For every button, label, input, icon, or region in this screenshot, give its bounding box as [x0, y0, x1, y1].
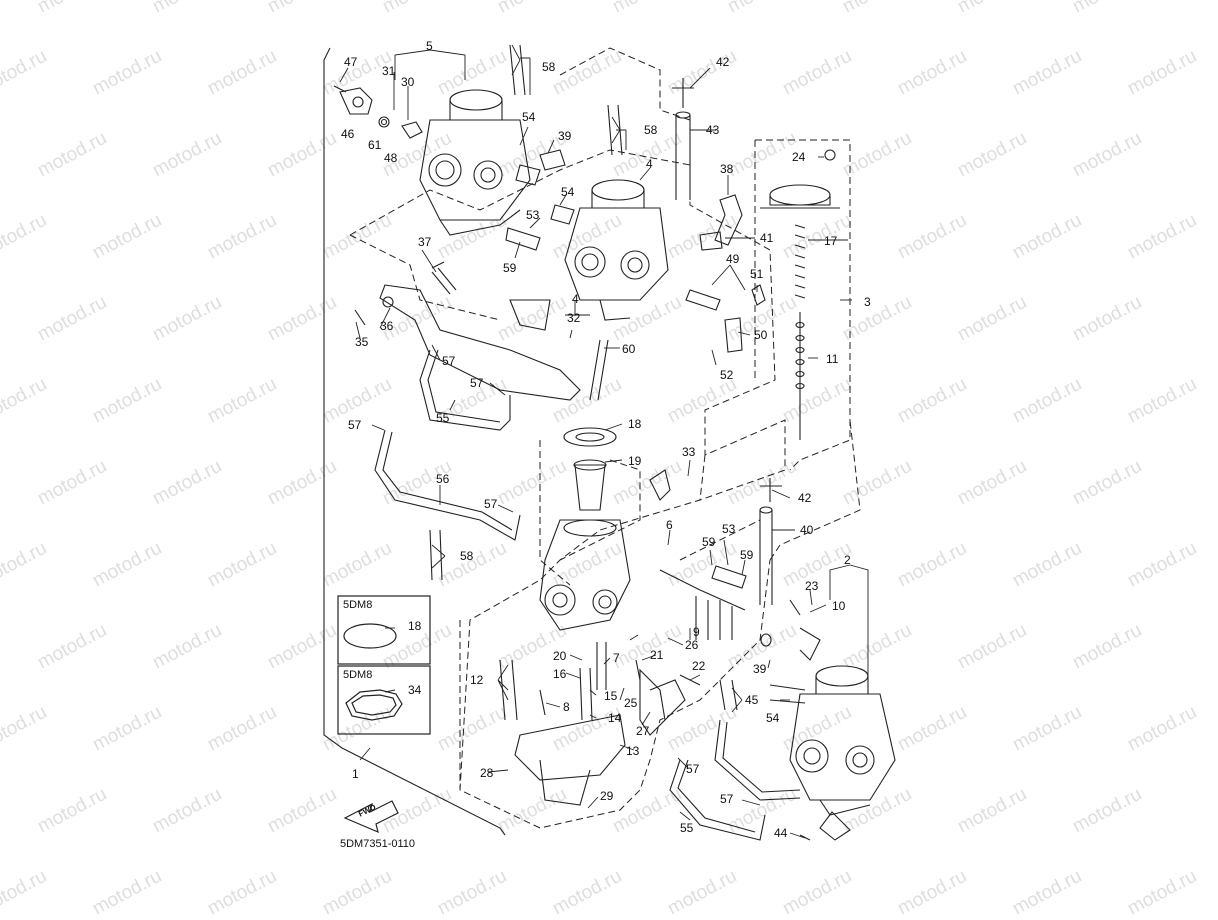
callout-label: 58 — [542, 60, 556, 74]
callout-label: 60 — [622, 342, 636, 356]
callout-label: 54 — [766, 711, 780, 725]
callout-label: 61 — [368, 138, 382, 152]
callout-label: 33 — [682, 445, 696, 459]
callout-label: 7 — [613, 651, 620, 665]
callout-label: 38 — [720, 162, 734, 176]
callout-label: 46 — [341, 127, 355, 141]
callout-label: 3 — [864, 295, 871, 309]
callout-label: 55 — [680, 821, 694, 835]
callout-label: 2 — [844, 553, 851, 567]
callout-label: 57 — [442, 354, 456, 368]
callout-label: 26 — [685, 638, 699, 652]
callout-label: 20 — [553, 649, 567, 663]
callout-label: 32 — [567, 311, 581, 325]
callout-label: 47 — [344, 55, 358, 69]
callout-label: 11 — [826, 352, 839, 366]
callout-label: 50 — [754, 328, 768, 342]
callout-label: 17 — [824, 234, 838, 248]
callout-label: 31 — [382, 64, 396, 78]
callout-label: 59 — [740, 548, 754, 562]
callout-label: 28 — [480, 766, 494, 780]
callout-label: 57 — [484, 497, 498, 511]
callout-label: 49 — [726, 252, 740, 266]
callout-label: 41 — [760, 231, 774, 245]
callout-label: 39 — [558, 129, 572, 143]
callout-label: 18 — [628, 417, 642, 431]
callout-label: 57 — [720, 792, 734, 806]
inset-label-1: 5DM8 — [343, 599, 373, 611]
callout-label: 45 — [745, 693, 759, 707]
callout-label: 1 — [352, 767, 359, 781]
callout-label: 57 — [686, 762, 700, 776]
callout-label: 42 — [716, 55, 730, 69]
callout-label: 36 — [380, 319, 394, 333]
callout-label: 57 — [348, 418, 362, 432]
callout-label: 37 — [418, 235, 432, 249]
callout-label: 30 — [401, 75, 415, 89]
callout-label: 52 — [720, 368, 734, 382]
callout-label: 51 — [750, 267, 764, 281]
callout-label: 23 — [805, 579, 819, 593]
callout-label: 10 — [832, 599, 846, 613]
callout-label: 40 — [800, 523, 814, 537]
callout-label: 6 — [666, 518, 673, 532]
callout-label: 53 — [722, 522, 736, 536]
callout-label: 58 — [460, 549, 474, 563]
callout-label: 12 — [470, 673, 484, 687]
callout-label: 9 — [693, 625, 700, 639]
callout-label: 56 — [436, 472, 450, 486]
callout-label: 4 — [646, 157, 653, 171]
callout-label: 42 — [798, 491, 812, 505]
callout-label: 4 — [572, 292, 579, 306]
callout-label: 29 — [600, 789, 614, 803]
callout-label: 27 — [636, 724, 650, 738]
callout-label: 18 — [408, 619, 422, 633]
callout-label: 35 — [355, 335, 369, 349]
callout-label: 21 — [650, 648, 664, 662]
callout-label: 16 — [553, 667, 567, 681]
callout-label: 58 — [644, 123, 658, 137]
callout-label: 59 — [503, 261, 517, 275]
callout-label: 15 — [604, 689, 618, 703]
callout-label: 24 — [792, 150, 806, 164]
callout-label: 54 — [561, 185, 575, 199]
inset-label-2: 5DM8 — [343, 669, 373, 681]
callout-label: 39 — [753, 662, 767, 676]
callout-label: 25 — [624, 696, 638, 710]
callout-label: 22 — [692, 659, 706, 673]
callout-label: 8 — [563, 700, 570, 714]
callout-label: 13 — [626, 744, 640, 758]
diagram-code: 5DM7351-0110 — [340, 838, 416, 850]
callout-label: 5 — [426, 39, 433, 53]
callout-label: 44 — [774, 826, 788, 840]
callout-label: 55 — [436, 411, 450, 425]
callout-label: 53 — [526, 208, 540, 222]
callout-label: 48 — [384, 151, 398, 165]
callout-label: 57 — [470, 376, 484, 390]
callout-label: 59 — [702, 535, 716, 549]
callout-label: 34 — [408, 683, 422, 697]
callout-label: 14 — [608, 711, 622, 725]
fwd-arrow-icon — [343, 800, 399, 834]
callout-label: 43 — [706, 123, 720, 137]
callout-label: 19 — [628, 454, 642, 468]
callout-label: 54 — [522, 110, 536, 124]
